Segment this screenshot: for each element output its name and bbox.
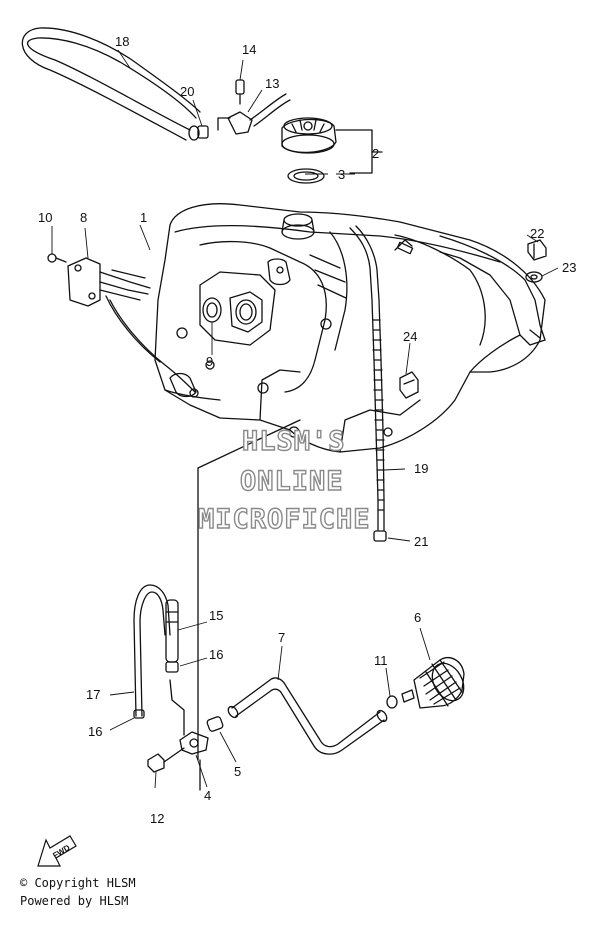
callout-17: 17 [86, 687, 100, 702]
clip-11 [386, 695, 398, 709]
fuel-sender-8 [67, 257, 199, 398]
callout-19: 19 [414, 461, 428, 476]
fuel-tank-1 [154, 203, 546, 453]
washer-23 [525, 271, 543, 283]
callout-6: 6 [414, 610, 421, 625]
callout-8: 8 [80, 210, 87, 225]
callout-13: 13 [265, 76, 279, 91]
callout-12: 12 [150, 811, 164, 826]
fuel-hose-17 [133, 584, 171, 719]
callout-9: 9 [206, 354, 213, 369]
breather-hose-18 [21, 27, 201, 141]
callout-21: 21 [414, 534, 428, 549]
callout-10: 10 [38, 210, 52, 225]
breather-fitting-13 [217, 93, 291, 135]
callout-labels: 18 14 13 20 2 3 1 8 10 22 23 24 9 19 21 … [38, 34, 576, 826]
fuel-filter-6 [401, 657, 465, 709]
callout-14: 14 [242, 42, 256, 57]
callout-24: 24 [403, 329, 417, 344]
callout-16-lower: 16 [88, 724, 102, 739]
callout-4: 4 [204, 788, 211, 803]
callout-1: 1 [140, 210, 147, 225]
powered-by-text: Powered by HLSM [20, 894, 129, 908]
leader-lines [51, 49, 559, 789]
forward-arrow-icon: FWD [37, 835, 77, 867]
clip-20 [197, 125, 209, 139]
tank-rear-flange [439, 235, 546, 346]
watermark-line-2: ONLINE [240, 466, 344, 497]
damper-24 [399, 371, 419, 399]
nut-22 [527, 239, 547, 261]
callout-5: 5 [234, 764, 241, 779]
callout-11: 11 [374, 653, 388, 668]
watermark-line-3: MICROFICHE [198, 504, 371, 535]
clip-21 [373, 530, 387, 542]
watermark-line-1: HLSM'S [242, 426, 346, 457]
copyright-text: © Copyright HLSM [20, 876, 136, 890]
fuel-cap-2 [281, 117, 337, 154]
vent-tube-19 [349, 225, 385, 531]
screw-10 [47, 253, 67, 263]
fuel-hose-15 [165, 599, 179, 673]
callout-23: 23 [562, 260, 576, 275]
callout-16-upper: 16 [209, 647, 223, 662]
callout-20: 20 [180, 84, 194, 99]
callout-18: 18 [115, 34, 129, 49]
cap-gasket-3 [287, 168, 325, 184]
screw-12 [147, 747, 185, 773]
watermark: HLSM'S ONLINE MICROFICHE [197, 425, 371, 535]
screw-14 [235, 79, 245, 105]
fuel-cock-4 [169, 679, 209, 755]
callout-7: 7 [278, 630, 285, 645]
callout-3: 3 [338, 167, 345, 182]
callout-15: 15 [209, 608, 223, 623]
hose-joint-5 [206, 716, 224, 732]
callout-22: 22 [530, 226, 544, 241]
fuel-pipe-7 [227, 677, 388, 755]
callout-2: 2 [372, 146, 379, 161]
